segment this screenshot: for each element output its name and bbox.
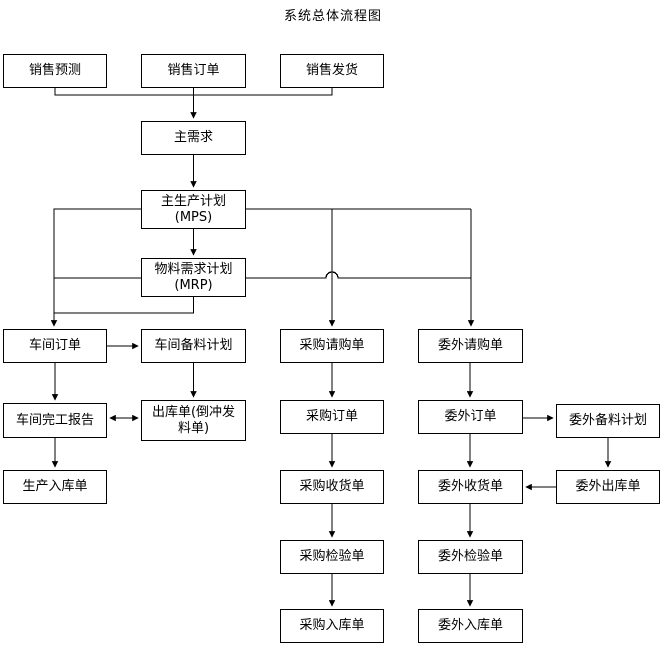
node-outsource-issue-note[interactable]: 委外出库单 <box>556 470 660 504</box>
node-master-production-schedule[interactable]: 主生产计划 (MPS) <box>141 190 246 229</box>
node-outsource-material-plan[interactable]: 委外备料计划 <box>556 404 660 438</box>
node-label: 委外请购单 <box>437 338 503 353</box>
node-label: 采购入库单 <box>299 618 365 633</box>
edge-mrp-right-bus-with-hop <box>246 271 471 279</box>
edge-mps-to-workshop-order <box>50 208 141 327</box>
node-label: 委外收货单 <box>437 479 503 494</box>
node-outsource-requisition[interactable]: 委外请购单 <box>418 329 523 363</box>
node-purchase-order[interactable]: 采购订单 <box>280 400 384 434</box>
node-label-sub: (MPS) <box>174 209 213 225</box>
node-production-receipt[interactable]: 生产入库单 <box>3 470 107 504</box>
node-label: 采购检验单 <box>299 549 365 564</box>
edge-sales-shipment-to-main-demand <box>193 88 333 96</box>
node-label: 主需求 <box>173 130 213 145</box>
edge-mrp-bottom-to-left-bus <box>54 297 195 314</box>
node-outsource-instock[interactable]: 委外入库单 <box>418 609 523 643</box>
node-workshop-material-plan[interactable]: 车间备料计划 <box>141 329 246 363</box>
node-label: 车间订单 <box>28 338 81 353</box>
node-outsource-receiving[interactable]: 委外收货单 <box>418 470 523 504</box>
node-label: 生产入库单 <box>22 479 88 494</box>
node-main-demand[interactable]: 主需求 <box>141 121 246 155</box>
node-label: 委外出库单 <box>575 479 641 494</box>
node-label: 销售发货 <box>305 63 358 78</box>
node-label: 销售订单 <box>167 63 220 78</box>
node-purchase-requisition[interactable]: 采购请购单 <box>280 329 384 363</box>
node-label: 委外入库单 <box>437 618 503 633</box>
node-sales-shipment[interactable]: 销售发货 <box>280 54 384 88</box>
node-label-sub: (MRP) <box>174 277 213 293</box>
node-label: 物料需求计划 <box>154 261 233 277</box>
node-sales-forecast[interactable]: 销售预测 <box>3 54 107 88</box>
node-workshop-order[interactable]: 车间订单 <box>3 329 107 363</box>
node-purchase-instock[interactable]: 采购入库单 <box>280 609 384 643</box>
node-label: 委外检验单 <box>437 549 503 564</box>
node-outsource-inspection[interactable]: 委外检验单 <box>418 540 523 574</box>
node-outsource-order[interactable]: 委外订单 <box>418 400 523 434</box>
node-label: 车间完工报告 <box>15 412 94 428</box>
node-label: 销售预测 <box>28 63 81 78</box>
node-purchase-receiving[interactable]: 采购收货单 <box>280 470 384 504</box>
node-label: 委外备料计划 <box>568 413 647 428</box>
node-purchase-inspection[interactable]: 采购检验单 <box>280 540 384 574</box>
node-issue-note[interactable]: 出库单(倒冲发 料单) <box>141 400 246 441</box>
node-sales-order[interactable]: 销售订单 <box>141 54 246 88</box>
node-label: 采购订单 <box>305 409 358 424</box>
node-workshop-completion-report[interactable]: 车间完工报告 <box>3 403 107 438</box>
node-material-requirements-planning[interactable]: 物料需求计划 (MRP) <box>141 258 246 297</box>
page-title: 系统总体流程图 <box>283 9 382 24</box>
node-label: 主生产计划 <box>160 193 226 209</box>
node-label: 车间备料计划 <box>154 338 233 353</box>
node-label: 采购收货单 <box>299 479 365 494</box>
node-label: 委外订单 <box>444 409 497 424</box>
node-label: 采购请购单 <box>299 338 365 353</box>
node-label-sub: 料单) <box>177 420 210 436</box>
node-label: 出库单(倒冲发 <box>151 404 236 420</box>
